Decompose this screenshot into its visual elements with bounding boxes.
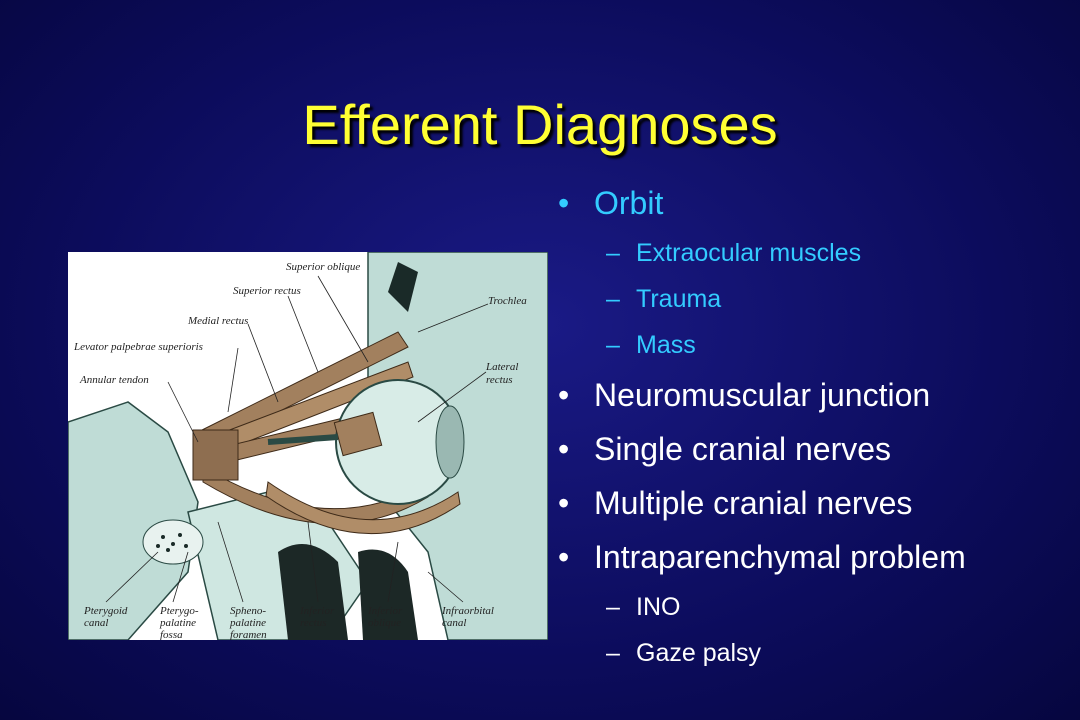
label-pterygo-3: fossa: [160, 629, 183, 640]
sub-bullet-ino: –INO: [606, 593, 681, 621]
sub-bullet-label: INO: [636, 593, 681, 621]
label-inferior-rectus-1: Inferior: [299, 605, 335, 617]
bullet-label: Multiple cranial nerves: [594, 485, 913, 521]
label-spheno-1: Spheno-: [230, 605, 266, 617]
bullet-label: Intraparenchymal problem: [594, 539, 966, 575]
bullet-intraparenchymal: •Intraparenchymal problem: [558, 539, 966, 575]
label-superior-oblique: Superior oblique: [286, 261, 360, 273]
label-pterygoid-1: Pterygoid: [83, 605, 128, 617]
label-annular-tendon: Annular tendon: [79, 374, 149, 386]
bullet-orbit: •Orbit: [558, 185, 664, 221]
bullet-multiple-cranial: •Multiple cranial nerves: [558, 485, 913, 521]
label-medial-rectus: Medial rectus: [187, 315, 248, 327]
sub-bullet-mass: –Mass: [606, 331, 696, 359]
bullet-label: Orbit: [594, 185, 664, 221]
label-inferior-rectus-2: rectus: [300, 617, 326, 629]
sub-bullet-label: Mass: [636, 331, 696, 359]
label-lateral-rectus-1: Lateral: [485, 361, 518, 373]
label-infraorbital-1: Infraorbital: [441, 605, 494, 617]
orbit-anatomy-diagram: Superior oblique Superior rectus Trochle…: [68, 252, 548, 640]
label-trochlea: Trochlea: [488, 295, 527, 307]
label-levator: Levator palpebrae superioris: [73, 341, 203, 353]
bullet-neuromuscular: •Neuromuscular junction: [558, 377, 931, 413]
label-infraorbital-2: canal: [442, 617, 466, 629]
label-inferior-oblique-2: oblique: [368, 617, 401, 629]
label-pterygo-2: palatine: [159, 617, 196, 629]
sub-bullet-label: Extraocular muscles: [636, 239, 862, 267]
bullet-list: •Orbit –Extraocular muscles –Trauma –Mas…: [556, 176, 1076, 676]
label-superior-rectus: Superior rectus: [233, 285, 301, 297]
label-spheno-3: foramen: [230, 629, 267, 640]
sub-bullet-extraocular: –Extraocular muscles: [606, 239, 862, 267]
bullet-label: Neuromuscular junction: [594, 377, 931, 413]
label-lateral-rectus-2: rectus: [486, 374, 512, 386]
sub-bullet-label: Trauma: [636, 285, 722, 313]
sub-bullet-trauma: –Trauma: [606, 285, 722, 313]
bullet-single-cranial: •Single cranial nerves: [558, 431, 892, 467]
label-pterygoid-2: canal: [84, 617, 108, 629]
sub-bullet-label: Gaze palsy: [636, 639, 762, 667]
bullet-label: Single cranial nerves: [594, 431, 892, 467]
label-inferior-oblique-1: Inferior: [367, 605, 403, 617]
slide-title: Efferent Diagnoses: [302, 93, 778, 156]
label-pterygo-1: Pterygo-: [159, 605, 199, 617]
label-spheno-2: palatine: [229, 617, 266, 629]
orbit-anatomy-illustration: Superior oblique Superior rectus Trochle…: [68, 252, 548, 640]
sub-bullet-gaze-palsy: –Gaze palsy: [606, 639, 762, 667]
